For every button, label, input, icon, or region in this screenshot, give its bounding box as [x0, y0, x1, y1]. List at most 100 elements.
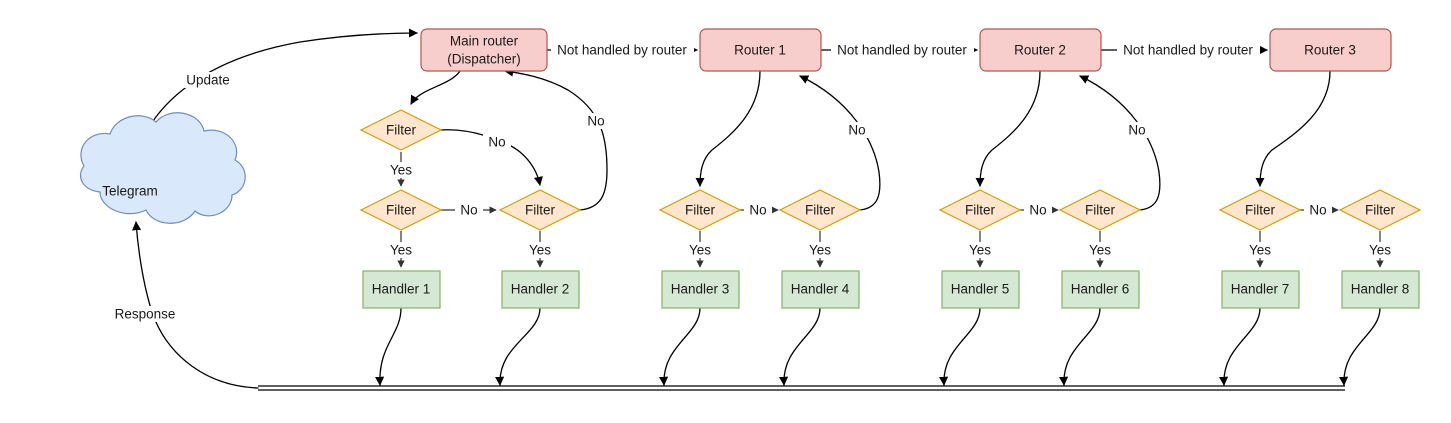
svg-text:Yes: Yes [689, 243, 711, 258]
router-3-label: Router 3 [1304, 43, 1356, 58]
filter-8-label: Filter [1365, 203, 1396, 218]
svg-text:Update: Update [186, 73, 230, 88]
handler-5-label: Handler 5 [951, 282, 1010, 297]
node-handler-5[interactable]: Handler 5 [941, 270, 1020, 309]
edge-handler-5-to-sync-bar [939, 307, 981, 386]
svg-text:No: No [1128, 123, 1145, 138]
node-handler-6[interactable]: Handler 6 [1061, 270, 1140, 309]
telegram-cloud[interactable]: Telegram [79, 112, 246, 224]
handler-6-label: Handler 6 [1071, 282, 1130, 297]
edge-label-not-handled-2: Not handled by router [831, 42, 974, 58]
edge-label-no-b: No [582, 113, 610, 129]
node-handler-3[interactable]: Handler 3 [661, 270, 740, 309]
node-filter-6[interactable]: Filter [1058, 189, 1142, 231]
edge-filter-4-no-to-router-1 [799, 75, 881, 211]
node-filter-a[interactable]: Filter [359, 109, 443, 151]
svg-text:No: No [460, 203, 477, 218]
node-main-router[interactable]: Main router (Dispatcher) [420, 28, 548, 72]
node-filter-1[interactable]: Filter [359, 189, 443, 231]
edge-label-yes-8: Yes [1244, 242, 1276, 258]
edge-router-3-to-filter-7 [1255, 70, 1331, 187]
node-router-3[interactable]: Router 3 [1269, 28, 1392, 72]
edge-label-no-5: No [1123, 122, 1151, 138]
node-handler-7[interactable]: Handler 7 [1221, 270, 1300, 309]
router-1-label: Router 1 [734, 43, 786, 58]
filter-4-label: Filter [805, 203, 836, 218]
edge-filter-a-no-to-filter-2 [440, 129, 543, 186]
edge-label-yes-6: Yes [964, 242, 996, 258]
edge-label-no-4: No [1024, 202, 1052, 218]
edge-handler-3-to-sync-bar [659, 307, 701, 386]
node-filter-7[interactable]: Filter [1218, 189, 1302, 231]
svg-text:Yes: Yes [1249, 243, 1271, 258]
svg-text:No: No [848, 123, 865, 138]
filter-3-label: Filter [685, 203, 716, 218]
edge-response [132, 221, 259, 389]
edge-update [132, 28, 418, 165]
filter-a-label: Filter [386, 123, 417, 138]
handler-2-label: Handler 2 [511, 282, 570, 297]
filter-7-label: Filter [1245, 203, 1276, 218]
edge-handler-4-to-sync-bar [779, 307, 821, 386]
svg-text:Yes: Yes [969, 243, 991, 258]
svg-text:No: No [749, 203, 766, 218]
node-router-1[interactable]: Router 1 [699, 28, 822, 72]
edge-router-1-to-filter-3 [695, 70, 761, 187]
main-router-label-line2: (Dispatcher) [447, 52, 521, 67]
node-filter-5[interactable]: Filter [938, 189, 1022, 231]
edge-label-no-3: No [843, 122, 871, 138]
edge-handler-2-to-sync-bar [495, 307, 541, 386]
main-router-label-line1: Main router [450, 34, 519, 49]
node-filter-3[interactable]: Filter [658, 189, 742, 231]
node-handler-8[interactable]: Handler 8 [1341, 270, 1420, 309]
node-filter-2[interactable]: Filter [498, 189, 582, 231]
svg-text:Not handled by router: Not handled by router [557, 43, 687, 58]
edge-filter-2-no-to-mainrouter [504, 67, 608, 211]
edge-label-yes-4: Yes [684, 242, 716, 258]
edge-label-response: Response [108, 306, 181, 322]
svg-text:Not handled by router: Not handled by router [1123, 43, 1253, 58]
node-handler-4[interactable]: Handler 4 [781, 270, 860, 309]
edge-label-not-handled-3: Not handled by router [1117, 42, 1260, 58]
edge-handler-8-to-sync-bar [1339, 307, 1381, 386]
svg-text:No: No [587, 114, 604, 129]
handler-3-label: Handler 3 [671, 282, 730, 297]
svg-text:Yes: Yes [1369, 243, 1391, 258]
telegram-cloud-label: Telegram [102, 184, 158, 199]
edge-label-not-handled-1: Not handled by router [551, 42, 694, 58]
handler-8-label: Handler 8 [1351, 282, 1410, 297]
edge-filter-6-no-to-router-2 [1079, 75, 1161, 211]
edge-label-yes-5: Yes [804, 242, 836, 258]
edge-label-no-6: No [1304, 202, 1332, 218]
node-filter-8[interactable]: Filter [1338, 189, 1422, 231]
edge-label-no-a: No [483, 134, 511, 150]
svg-text:Yes: Yes [809, 243, 831, 258]
svg-text:Yes: Yes [390, 243, 412, 258]
edge-label-no-1: No [455, 202, 483, 218]
svg-text:No: No [488, 135, 505, 150]
edge-label-yes-7: Yes [1084, 242, 1116, 258]
edge-handler-6-to-sync-bar [1059, 307, 1101, 386]
node-filter-4[interactable]: Filter [778, 189, 862, 231]
node-handler-2[interactable]: Handler 2 [501, 270, 580, 309]
edge-label-yes-1: Yes [385, 162, 417, 178]
handler-7-label: Handler 7 [1231, 282, 1290, 297]
edge-label-yes-9: Yes [1364, 242, 1396, 258]
handler-4-label: Handler 4 [791, 282, 850, 297]
svg-text:Response: Response [115, 307, 176, 322]
edge-handler-1-to-sync-bar [375, 307, 402, 386]
edge-router-2-to-filter-5 [975, 70, 1041, 187]
edge-label-update: Update [181, 72, 234, 88]
svg-text:Not handled by router: Not handled by router [837, 43, 967, 58]
edge-label-yes-2: Yes [385, 242, 417, 258]
edge-handler-7-to-sync-bar [1219, 307, 1261, 386]
filter-1-label: Filter [386, 203, 417, 218]
sync-bar [258, 385, 1345, 391]
handler-1-label: Handler 1 [372, 282, 431, 297]
router-2-label: Router 2 [1014, 43, 1066, 58]
svg-text:No: No [1309, 203, 1326, 218]
node-router-2[interactable]: Router 2 [979, 28, 1102, 72]
filter-2-label: Filter [525, 203, 556, 218]
node-handler-1[interactable]: Handler 1 [362, 270, 441, 309]
